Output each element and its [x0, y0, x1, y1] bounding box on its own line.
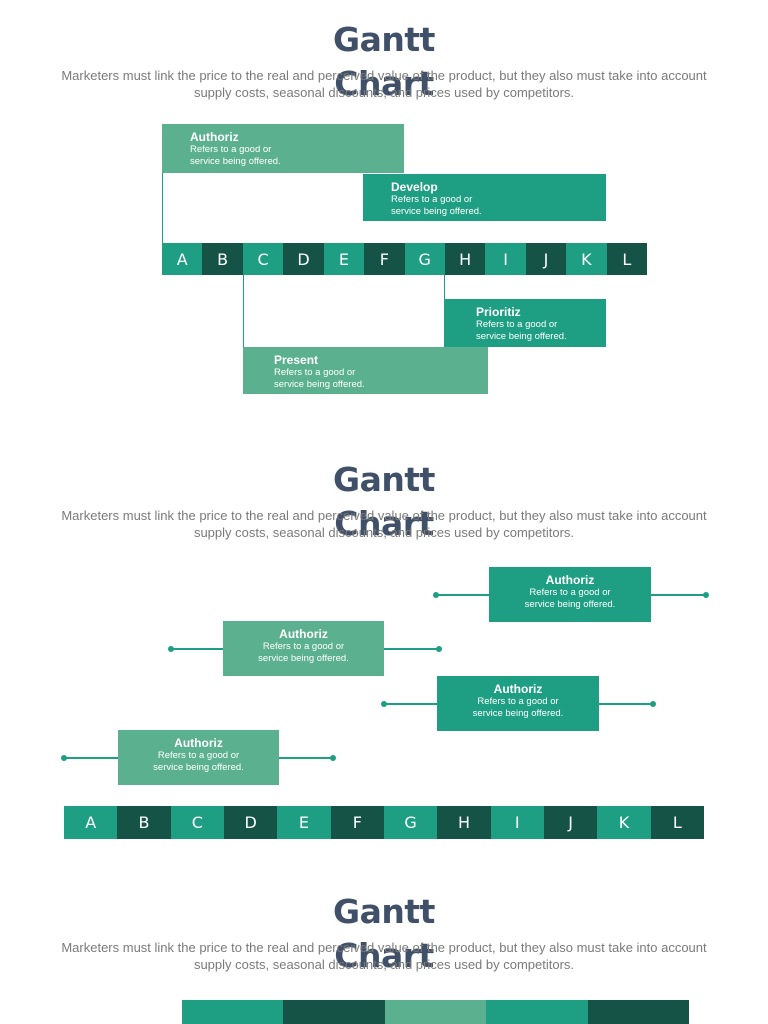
range-endpoint — [650, 701, 656, 707]
task-title: Authoriz — [190, 130, 239, 144]
axis-label: K — [597, 806, 651, 839]
axis-label: L — [650, 806, 704, 839]
section-2-title: Gantt Chart — [0, 458, 768, 546]
task-description: Refers to a good or — [476, 319, 558, 330]
axis-label: F — [330, 806, 384, 839]
task-description: Refers to a good or — [157, 750, 240, 761]
axis-label: G — [404, 243, 445, 275]
title-line-1: Gantt — [333, 20, 435, 59]
range-endpoint — [61, 755, 67, 761]
gantt-task-bar: Authoriz Refers to a good or service bei… — [118, 730, 279, 785]
section-3-subtitle: Marketers must link the price to the rea… — [61, 940, 707, 972]
axis-label: F — [364, 243, 405, 275]
axis-label: E — [277, 806, 331, 839]
axis-label: L — [606, 243, 648, 275]
timeline-segment — [384, 1000, 487, 1024]
axis-label: A — [64, 806, 118, 839]
axis-label: J — [525, 243, 567, 275]
axis-label: B — [202, 243, 243, 275]
task-description: Refers to a good or — [274, 367, 356, 378]
range-endpoint — [381, 701, 387, 707]
axis-label: H — [437, 806, 491, 839]
title-line-2: Chart — [334, 936, 434, 975]
axis-label: D — [283, 243, 324, 275]
title-line-2: Chart — [334, 64, 434, 103]
timeline-segment — [182, 1000, 284, 1024]
connector-line — [162, 172, 163, 244]
connector-line — [444, 275, 445, 301]
axis-label: J — [543, 806, 598, 839]
axis-label: D — [223, 806, 278, 839]
task-description: service being offered. — [391, 206, 482, 217]
range-endpoint — [168, 646, 174, 652]
task-title: Develop — [391, 180, 438, 194]
gantt-task-bar: Prioritiz Refers to a good or service be… — [444, 299, 606, 347]
axis-label: E — [323, 243, 365, 275]
title-line-1: Gantt — [333, 460, 435, 499]
task-description: service being offered. — [190, 156, 281, 167]
task-description: service being offered. — [472, 708, 564, 719]
connector-line — [243, 275, 244, 350]
task-description: Refers to a good or — [391, 194, 473, 205]
task-description: Refers to a good or — [529, 587, 611, 598]
timeline-axis: A B C D E F G H I J K L — [64, 806, 704, 839]
gantt-task-bar: Authoriz Refers to a good or service bei… — [437, 676, 599, 731]
task-title: Authoriz — [493, 682, 543, 696]
title-line-2: Chart — [334, 504, 434, 543]
title-line-1: Gantt — [333, 892, 435, 931]
gantt-task-bar: Present Refers to a good or service bein… — [243, 347, 488, 394]
section-1-title: Gantt Chart — [0, 18, 768, 106]
task-description: service being offered. — [476, 331, 567, 342]
task-title: Prioritiz — [476, 305, 521, 319]
task-title: Authoriz — [174, 736, 223, 750]
range-endpoint — [433, 592, 439, 598]
axis-label: K — [566, 243, 607, 275]
timeline-bar-strip — [182, 1000, 690, 1024]
section-1-subtitle: Marketers must link the price to the rea… — [61, 68, 707, 100]
task-description: Refers to a good or — [477, 696, 559, 707]
timeline-segment — [587, 1000, 690, 1024]
axis-label: C — [242, 243, 284, 275]
task-title: Present — [274, 353, 319, 367]
section-3-title: Gantt Chart — [0, 890, 768, 978]
task-title: Authoriz — [279, 627, 328, 641]
axis-label: C — [170, 806, 224, 839]
timeline-segment — [486, 1000, 588, 1024]
axis-label: I — [490, 806, 544, 839]
timeline-axis: A B C D E F G H I J K L — [162, 243, 648, 275]
axis-label: G — [383, 806, 438, 839]
axis-label: I — [485, 243, 526, 275]
gantt-task-bar: Authoriz Refers to a good or service bei… — [223, 621, 384, 676]
range-endpoint — [436, 646, 442, 652]
task-title: Authoriz — [545, 573, 595, 587]
range-endpoint — [330, 755, 336, 761]
gantt-task-bar: Authoriz Refers to a good or service bei… — [489, 567, 651, 622]
task-description: Refers to a good or — [190, 144, 272, 155]
task-description: Refers to a good or — [262, 641, 345, 652]
task-description: service being offered. — [153, 762, 244, 773]
section-2-subtitle: Marketers must link the price to the rea… — [61, 508, 707, 540]
timeline-segment — [283, 1000, 385, 1024]
task-description: service being offered. — [274, 379, 365, 390]
gantt-task-bar: Develop Refers to a good or service bein… — [363, 174, 606, 221]
axis-label: B — [117, 806, 171, 839]
axis-label: H — [444, 243, 486, 275]
axis-label: A — [162, 243, 203, 275]
range-endpoint — [703, 592, 709, 598]
gantt-task-bar: Authoriz Refers to a good or service bei… — [162, 124, 404, 173]
task-description: service being offered. — [258, 653, 349, 664]
task-description: service being offered. — [524, 599, 616, 610]
